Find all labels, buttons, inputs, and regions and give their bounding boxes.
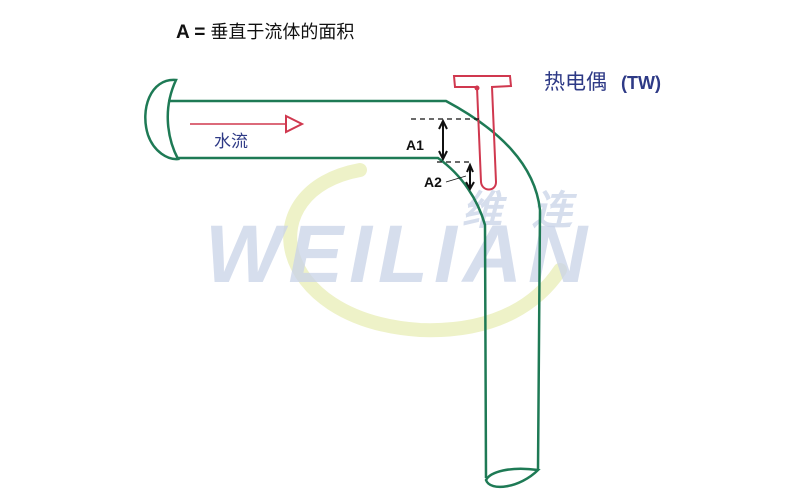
flow-label: 水流 — [214, 132, 248, 151]
diagram-title: A = 垂直于流体的面积 — [176, 18, 354, 44]
thermowell-label: 热电偶 (TW) — [544, 66, 661, 96]
thermowell-probe — [452, 75, 513, 191]
pipe-inner-wall — [176, 156, 488, 479]
thermowell-label-text: 热电偶 — [544, 71, 607, 94]
pipe-outer-wall — [168, 99, 542, 471]
pipe-outlet-opening — [484, 467, 541, 488]
thermowell-code: (TW) — [621, 73, 661, 93]
watermark-weilian: WEILIAN — [205, 209, 594, 300]
pipe-inlet-opening — [144, 78, 180, 161]
title-text: 垂直于流体的面积 — [210, 22, 355, 42]
title-key: A = — [176, 22, 206, 43]
dimension-a2: A2 — [424, 174, 442, 190]
dimension-a1: A1 — [406, 137, 424, 153]
